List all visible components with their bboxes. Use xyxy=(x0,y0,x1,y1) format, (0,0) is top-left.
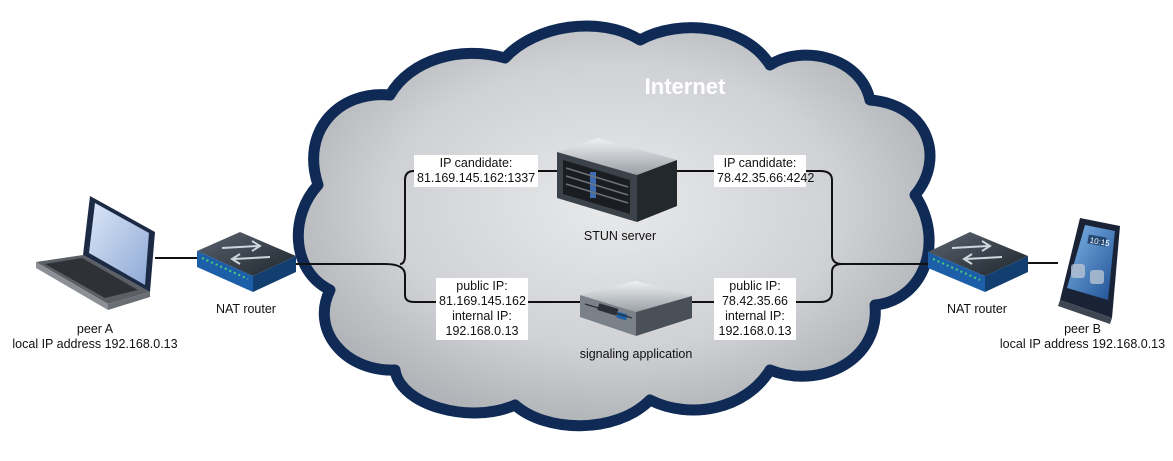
router-icon xyxy=(928,232,1028,292)
stun-left-candidate-title: IP candidate: xyxy=(439,156,513,170)
peer-a-address: local IP address 192.168.0.13 xyxy=(12,337,178,351)
router-icon xyxy=(197,232,296,292)
laptop-icon xyxy=(36,196,155,310)
stun-server-label: STUN server xyxy=(583,229,657,243)
link-a-to-stun xyxy=(399,170,440,265)
signaling-left-public-value: 81.169.145.162 xyxy=(439,294,526,308)
link-signaling-to-b xyxy=(795,263,843,303)
peer-b-name: peer B xyxy=(1064,322,1101,336)
signaling-left-internal-value: 192.168.0.13 xyxy=(445,324,519,338)
signaling-left-public-title: public IP: xyxy=(456,279,508,293)
server-icon xyxy=(557,138,677,222)
peer-b-address: local IP address 192.168.0.13 xyxy=(999,337,1166,351)
router-a-label: NAT router xyxy=(216,302,276,316)
signaling-right-public-title: public IP: xyxy=(729,279,781,293)
connection-lines xyxy=(155,170,1058,303)
signaling-right-public-value: 78.42.35.66 xyxy=(721,294,789,308)
signaling-left-info: public IP: 81.169.145.162 internal IP: 1… xyxy=(436,278,528,340)
router-b-label: NAT router xyxy=(947,302,1007,316)
stun-left-candidate: IP candidate: 81.169.145.162:1337 xyxy=(414,155,538,187)
rack-appliance-icon xyxy=(580,281,692,336)
cloud-title: Internet xyxy=(644,74,726,99)
phone-clock: 10:15 xyxy=(1089,236,1111,248)
signaling-label: signaling application xyxy=(579,347,693,361)
stun-right-candidate-title: IP candidate: xyxy=(723,156,797,170)
stun-left-candidate-value: 81.169.145.162:1337 xyxy=(417,171,536,185)
signaling-right-internal-title: internal IP: xyxy=(725,309,785,323)
stun-right-candidate: IP candidate: 78.42.35.66:4242 xyxy=(714,155,815,187)
link-stun-to-b xyxy=(800,170,843,265)
signaling-right-info: public IP: 78.42.35.66 internal IP: 192.… xyxy=(714,278,796,340)
signaling-right-internal-value: 192.168.0.13 xyxy=(718,324,792,338)
smartphone-icon: 10:15 xyxy=(1058,218,1120,324)
peer-a-name: peer A xyxy=(76,322,114,336)
signaling-left-internal-title: internal IP: xyxy=(452,309,512,323)
link-a-to-signaling xyxy=(384,263,440,303)
stun-right-candidate-value: 78.42.35.66:4242 xyxy=(717,171,815,185)
